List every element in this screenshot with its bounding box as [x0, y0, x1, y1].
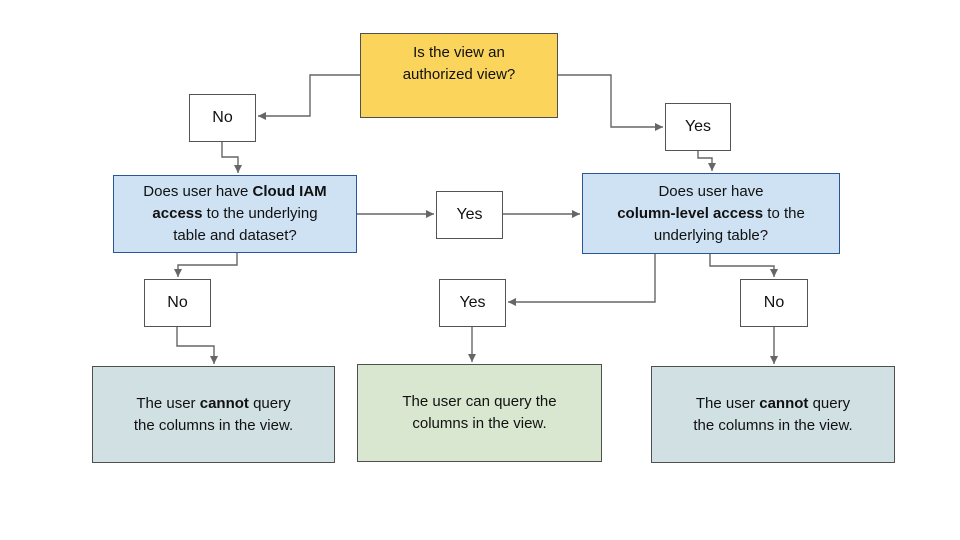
text-segment: to the underlying table?: [653, 204, 805, 244]
connector-iam-question-to-no-left: [174, 253, 238, 277]
node-no-branch-right: No: [740, 279, 808, 327]
connector-no-top-to-iam-question: [221, 142, 242, 173]
text-segment: The user: [136, 394, 200, 412]
text-segment-bold: column-level access: [617, 204, 764, 222]
text-segment: The user: [695, 394, 760, 412]
node-column-level-question: Does user have column-level access to th…: [582, 173, 840, 254]
node-result-cannot-query-left: The user cannot query the columns in the…: [92, 366, 335, 463]
node-label: No: [763, 294, 785, 311]
connector-yes-top-to-column-question: [697, 151, 716, 171]
text-segment: Does user have: [143, 183, 253, 200]
text-segment-bold: Cloud IAM access: [152, 183, 327, 222]
node-label: Does user have Cloud IAM access to the u…: [143, 181, 326, 247]
text-segment: query the columns in the view.: [693, 394, 853, 434]
text-segment: query the columns in the view.: [133, 394, 294, 434]
node-yes-branch-middle: Yes: [436, 191, 503, 239]
text-segment-bold: cannot: [759, 394, 809, 412]
node-no-branch-top: No: [189, 94, 256, 142]
text-segment: to the underlying table and dataset?: [173, 205, 318, 244]
node-yes-branch-top: Yes: [665, 103, 731, 151]
connector-start-to-yes-top: [558, 74, 663, 131]
node-yes-branch-bottom: Yes: [439, 279, 506, 327]
node-label: No: [212, 109, 233, 126]
node-label: Yes: [456, 206, 483, 223]
node-label: Yes: [459, 294, 486, 311]
node-authorized-view-question: Is the view an authorized view?: [360, 33, 558, 118]
node-label: The user cannot query the columns in the…: [693, 393, 852, 437]
node-result-cannot-query-right: The user cannot query the columns in the…: [651, 366, 895, 463]
node-cloud-iam-question: Does user have Cloud IAM access to the u…: [113, 175, 357, 253]
node-result-can-query: The user can query the columns in the vi…: [357, 364, 602, 462]
node-label: Does user have column-level access to th…: [617, 181, 805, 247]
connector-column-question-to-no-right: [709, 254, 778, 277]
connector-column-question-to-yes-bottom: [508, 254, 656, 306]
text-segment: Does user have: [658, 182, 764, 200]
node-label: Yes: [684, 118, 712, 135]
node-label: The user can query the columns in the vi…: [402, 393, 557, 432]
text-segment-bold: cannot: [199, 394, 249, 412]
connector-start-to-no-top: [258, 74, 360, 120]
connector-no-left-to-result-left: [176, 327, 218, 364]
node-no-branch-left: No: [144, 279, 211, 327]
node-label: Is the view an authorized view?: [402, 44, 516, 83]
node-label: The user cannot query the columns in the…: [134, 393, 293, 437]
node-label: No: [167, 294, 188, 311]
